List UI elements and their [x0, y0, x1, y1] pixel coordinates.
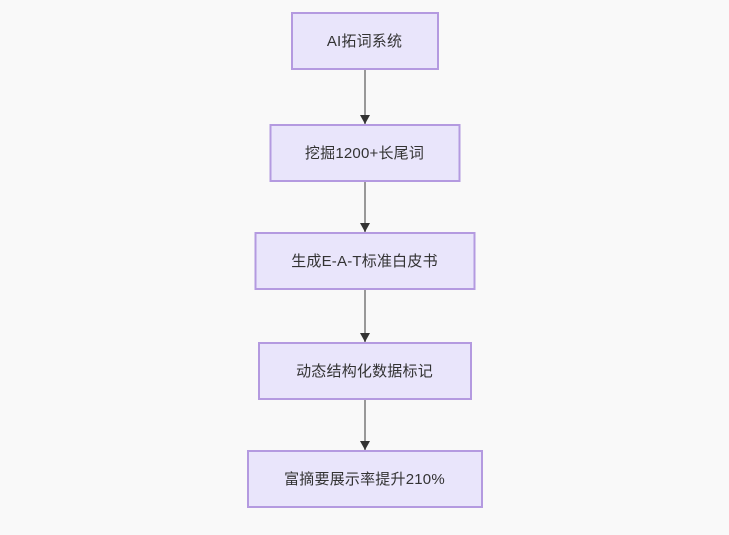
flow-edge-4-to-5 — [357, 400, 373, 450]
edge-line — [363, 400, 366, 450]
arrow-down-icon — [359, 441, 370, 450]
edge-line — [363, 290, 366, 342]
flow-node-label: AI拓词系统 — [326, 32, 403, 50]
arrow-down-icon — [359, 223, 370, 232]
flow-node-label: 动态结构化数据标记 — [296, 362, 433, 380]
flow-node-mine-longtail-keywords[interactable]: 挖掘1200+长尾词 — [269, 124, 460, 182]
edge-line — [363, 70, 366, 124]
arrow-down-icon — [359, 333, 370, 342]
flow-node-label: 富摘要展示率提升210% — [284, 470, 445, 488]
flow-node-ai-keyword-system[interactable]: AI拓词系统 — [290, 12, 439, 70]
flow-edge-1-to-2 — [357, 70, 373, 124]
flow-edge-3-to-4 — [357, 290, 373, 342]
flow-node-label: 挖掘1200+长尾词 — [304, 144, 425, 162]
flow-node-label: 生成E-A-T标准白皮书 — [291, 252, 438, 270]
flow-edge-2-to-3 — [357, 182, 373, 232]
flow-node-rich-snippet-rate-increase[interactable]: 富摘要展示率提升210% — [246, 450, 483, 508]
flow-node-generate-eat-whitepaper[interactable]: 生成E-A-T标准白皮书 — [254, 232, 475, 290]
arrow-down-icon — [359, 115, 370, 124]
edge-line — [363, 182, 366, 232]
flow-node-dynamic-structured-data-markup[interactable]: 动态结构化数据标记 — [257, 342, 472, 400]
